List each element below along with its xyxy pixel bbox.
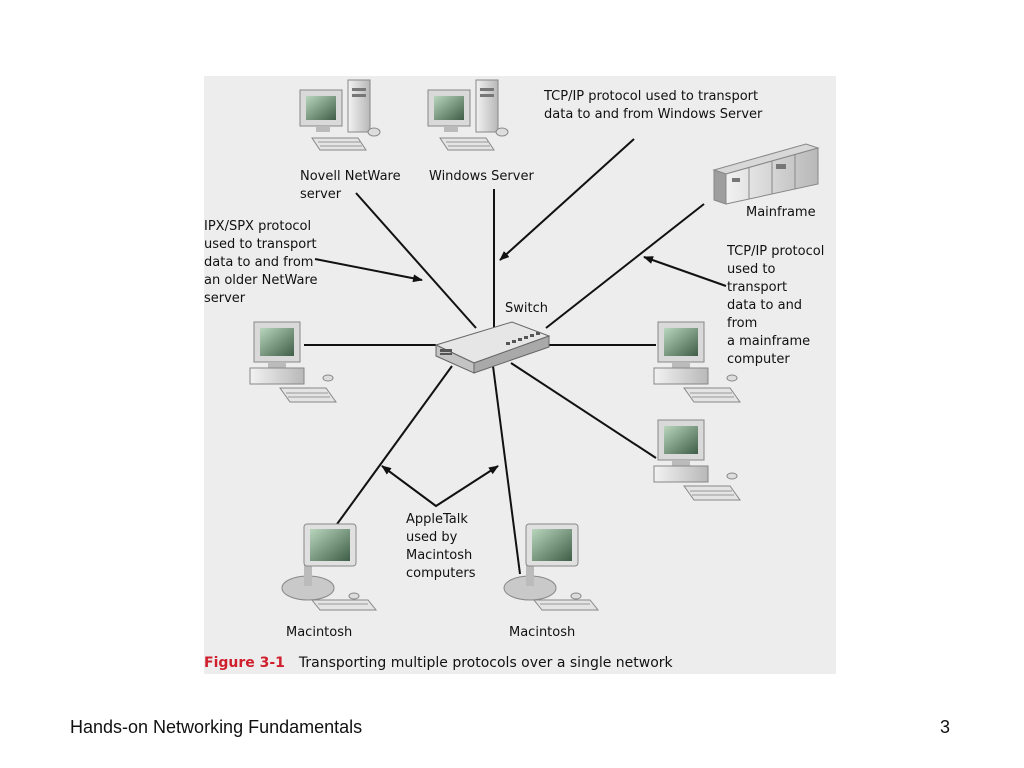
arrow-appletalk-start [381,465,437,507]
windows-server-icon [427,79,509,151]
annotation-ipxspx: IPX/SPX protocol used to transport data … [204,219,318,306]
figure-number: Figure 3-1 [204,655,285,671]
footer-title: Hands-on Networking Fundamentals [70,717,363,737]
annotation-tcpip-windows: TCP/IP protocol used to transport data t… [544,89,763,122]
arrow-tcpip-mainframe [643,256,727,287]
annotation-arrows [314,138,727,508]
link-novell-server [355,192,477,329]
novell-server-icon [299,79,381,151]
workstation-left-icon [249,321,337,403]
annotation-appletalk: AppleTalk used by Macintosh computers [406,512,476,581]
annotation-tcpip-mainframe: TCP/IP protocol used to transport data t… [727,244,825,367]
figure-caption: Figure 3-1 Transporting multiple protocol… [204,655,673,671]
link-macintosh-left [331,365,453,532]
page-number: 3 [940,717,951,737]
label-windows-server: Windows Server [429,169,534,184]
switch-icon [434,321,551,374]
workstation-right-2-icon [653,419,741,501]
workstation-right-1-icon [653,321,741,403]
link-right-pc-2 [510,362,657,459]
figure-caption-text: Transporting multiple protocols over a s… [298,655,673,671]
label-novell-netware-server: Novell NetWare server [300,169,401,202]
network-links [304,189,705,575]
label-macintosh-left: Macintosh [286,625,353,640]
label-mainframe: Mainframe [746,205,816,220]
arrow-tcpip-windows [499,138,635,261]
network-diagram [249,79,820,611]
arrow-ipxspx [314,258,423,283]
link-mainframe [545,203,705,329]
label-macintosh-right: Macintosh [509,625,576,640]
link-macintosh-right [492,365,521,575]
macintosh-left-icon [281,523,378,611]
label-switch: Switch [505,301,548,316]
mainframe-icon [712,143,820,205]
macintosh-right-icon [503,523,600,611]
arrow-appletalk [381,465,499,508]
figure-panel: TCP/IP protocol used to transport data t… [204,76,836,674]
